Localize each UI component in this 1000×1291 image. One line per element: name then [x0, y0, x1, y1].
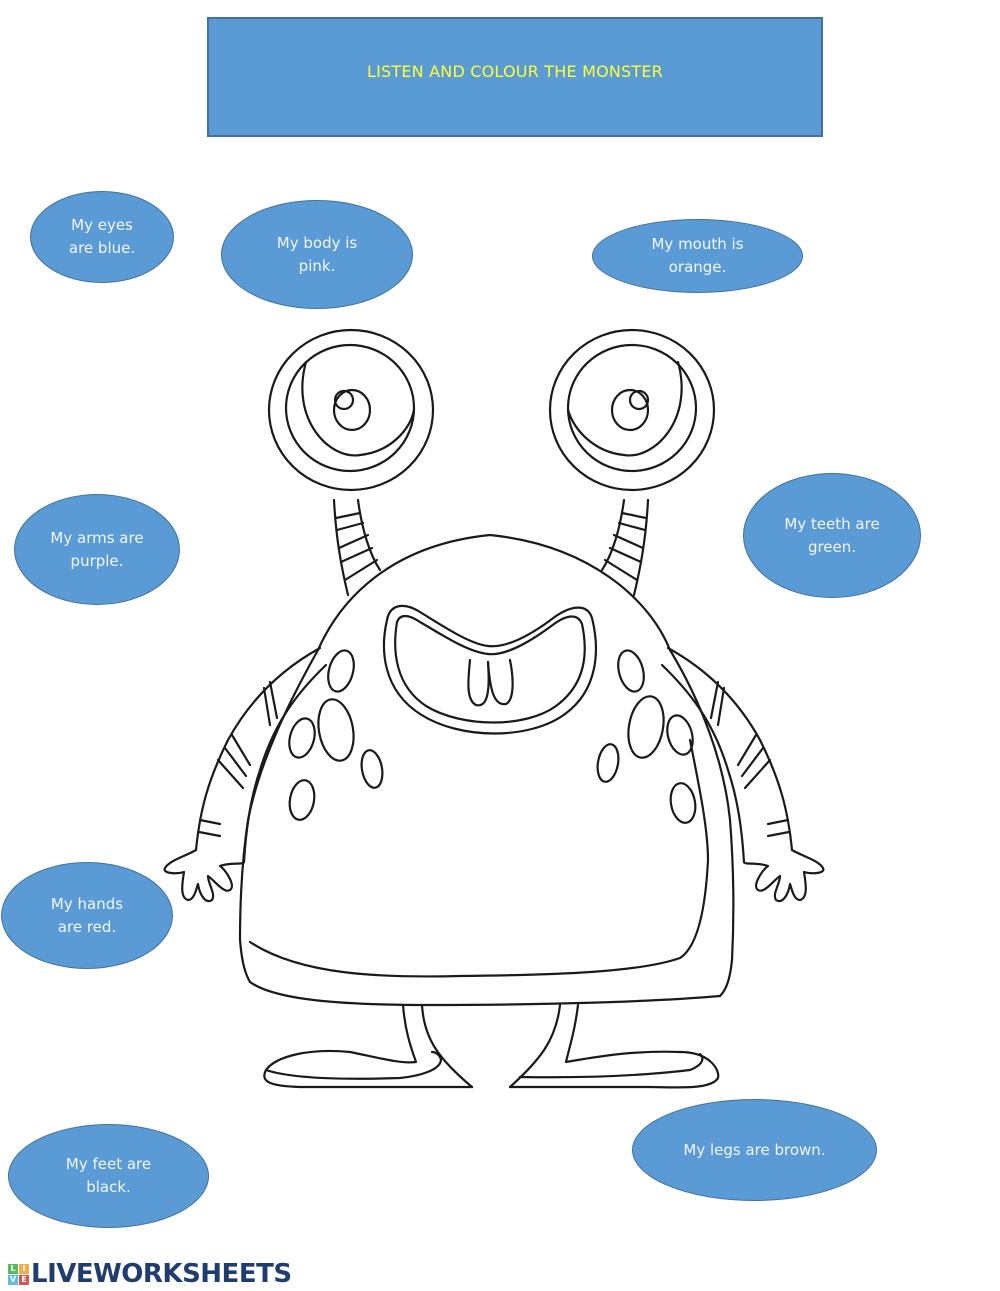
bubble-body-line1: My body is: [276, 233, 358, 252]
bubble-mouth-line1: My mouth is: [651, 235, 744, 253]
bubble-body: My body is pink.: [221, 200, 413, 309]
bubble-feet: My feet are black.: [8, 1124, 209, 1228]
bubble-eyes-line2: are blue.: [68, 239, 136, 257]
legs-icon: [348, 1003, 682, 1089]
bubble-feet-line1: My feet are: [65, 1155, 152, 1173]
bubble-eyes: My eyes are blue.: [30, 191, 174, 283]
page-title: LISTEN AND COLOUR THE MONSTER: [367, 61, 663, 81]
right-eye-icon: [548, 328, 716, 492]
bubble-hands-line2: are red.: [57, 917, 117, 936]
liveworksheets-logo[interactable]: L I V E LIVEWORKSHEETS: [8, 1259, 292, 1289]
bubble-mouth: My mouth is orange.: [592, 219, 803, 293]
left-arm-icon: [163, 646, 328, 903]
bubble-hands-line1: My hands: [50, 894, 124, 913]
bubble-teeth: My teeth are green.: [743, 473, 921, 598]
feet-icon: [263, 1049, 720, 1089]
left-hand-icon: [163, 848, 246, 903]
bubble-arms-line2: purple.: [70, 551, 124, 570]
teeth-icon: [467, 658, 490, 707]
bubble-hands: My hands are red.: [1, 862, 173, 969]
bubble-feet-line2: black.: [86, 1178, 131, 1196]
bubble-teeth-line1: My teeth are: [784, 514, 880, 533]
bubble-arms-line1: My arms are: [50, 528, 144, 547]
bubble-mouth-line2: orange.: [668, 258, 727, 276]
bubble-body-line2: pink.: [298, 256, 336, 275]
left-eye-icon: [267, 328, 435, 492]
right-arm-icon: [660, 646, 825, 903]
mouth-icon: [382, 604, 597, 735]
bubble-arms: My arms are purple.: [14, 494, 180, 605]
bubble-legs: My legs are brown.: [632, 1099, 877, 1201]
bubble-legs-line1: My legs are brown.: [683, 1140, 826, 1159]
bubble-teeth-line2: green.: [807, 537, 857, 556]
bubble-eyes-line1: My eyes: [71, 216, 133, 234]
logo-badge-icon: L I V E: [8, 1263, 29, 1285]
title-banner: LISTEN AND COLOUR THE MONSTER: [207, 17, 823, 137]
logo-text: LIVEWORKSHEETS: [31, 1259, 292, 1289]
right-hand-icon: [742, 848, 825, 903]
